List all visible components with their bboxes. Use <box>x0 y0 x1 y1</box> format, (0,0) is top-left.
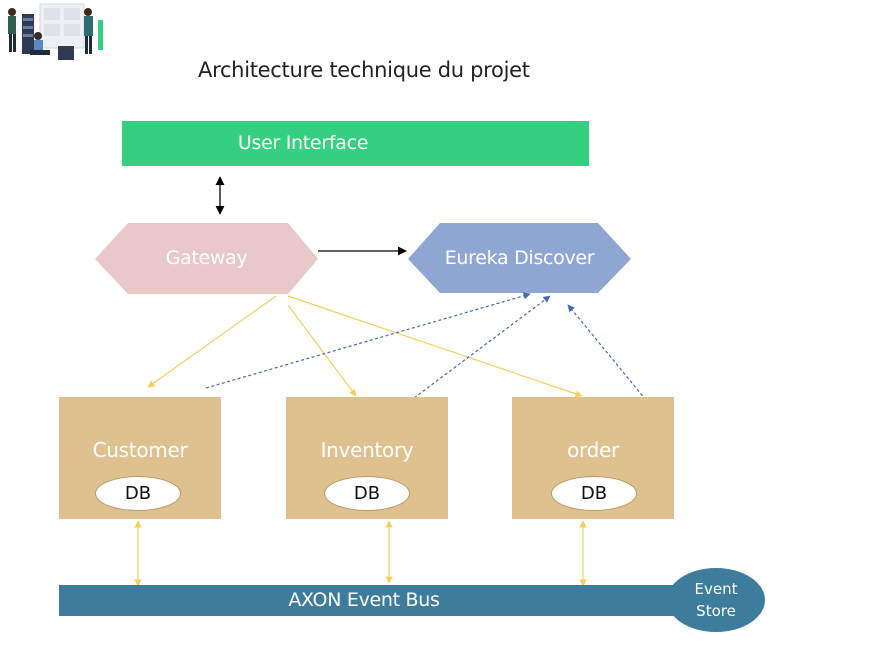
inventory-db: DB <box>324 476 410 511</box>
user-interface-label: User Interface <box>237 132 369 154</box>
service-order-label: order <box>567 438 619 462</box>
gateway-label: Gateway <box>165 247 248 269</box>
service-inventory-label: Inventory <box>320 438 414 462</box>
gateway-inventory-arrow <box>287 304 357 397</box>
discovery-label: Eureka Discover <box>444 247 595 269</box>
customer-db: DB <box>95 476 181 511</box>
event-bus-box <box>59 585 699 616</box>
order-db: DB <box>551 476 637 511</box>
order-discovery-arrow <box>567 304 647 401</box>
event-store-line2: Store <box>696 602 736 620</box>
gateway-customer-arrow <box>147 295 277 388</box>
people-illustration <box>0 3 106 64</box>
gateway-shape <box>95 223 318 294</box>
diagram-title: Architecture technique du projet <box>198 58 530 82</box>
event-bus-label: AXON Event Bus <box>288 589 440 611</box>
gateway-order-arrow <box>287 295 583 398</box>
event-store-line1: Event <box>694 580 738 598</box>
inventory-discovery-arrow <box>413 295 551 399</box>
discovery-shape <box>408 223 631 293</box>
customer-discovery-arrow <box>205 292 531 389</box>
user-interface-box <box>122 121 589 166</box>
service-customer-label: Customer <box>92 438 188 462</box>
event-store-node: Event Store <box>667 568 765 632</box>
